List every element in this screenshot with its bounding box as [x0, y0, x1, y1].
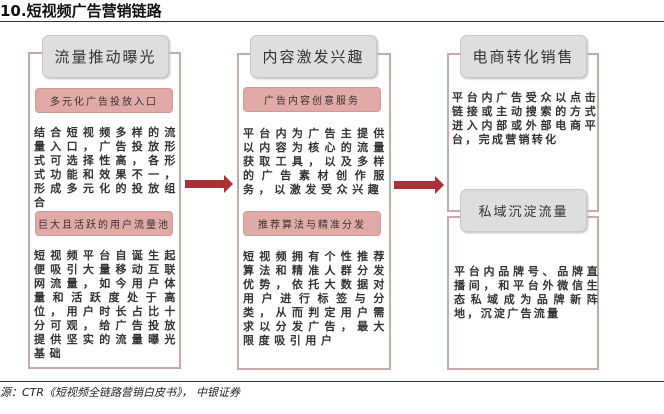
figure-title: 10.短视频广告营销链路	[0, 2, 162, 20]
section-text: 结合短视频多样的流量入口，广告投放形式可选择性高，各形式功能和效果不一，形成多元…	[34, 126, 180, 209]
section-tag: 多元化广告投放入口	[35, 88, 173, 113]
block-header: 电商转化销售	[460, 35, 587, 78]
section-tag: 广告内容创意服务	[243, 87, 381, 112]
arrow-right-icon	[394, 176, 444, 194]
block-text: 平台内广告受众以点击链接或主动搜索的方式进入内部或外部电商平台，完成营销转化	[452, 91, 598, 146]
section-text: 平台内为广告主提供以内容为核心的流量获取工具，以及多样的广告素材创作服务，以激发…	[243, 127, 389, 196]
section-tag: 巨大且活跃的用户流量池	[35, 211, 173, 236]
footer-divider	[0, 381, 664, 382]
arrow-right-icon	[185, 175, 233, 193]
column-header: 内容激发兴趣	[250, 35, 377, 78]
source-note: 源：CTR《短视频全链路营销白皮书》， 中银证券	[0, 386, 241, 399]
column-header: 流量推动曝光	[42, 35, 169, 78]
block-header: 私域沉淀流量	[460, 189, 587, 232]
section-text: 短视频平台自诞生起便吸引大量移动互联网流量，如今用户体量和活跃度处于高位，用户时…	[34, 249, 180, 360]
section-text: 短视频拥有个性推荐算法和精准人群分发优势，依托大数据对用户进行标签与分类，从而判…	[243, 250, 389, 347]
title-divider	[0, 21, 664, 22]
section-tag: 推荐算法与精准分发	[243, 211, 381, 236]
block-frame	[447, 53, 599, 212]
block-text: 平台内品牌号、品牌直播间，和平台外微信生态私域成为品牌新阵地，沉淀广告流量	[454, 265, 600, 320]
